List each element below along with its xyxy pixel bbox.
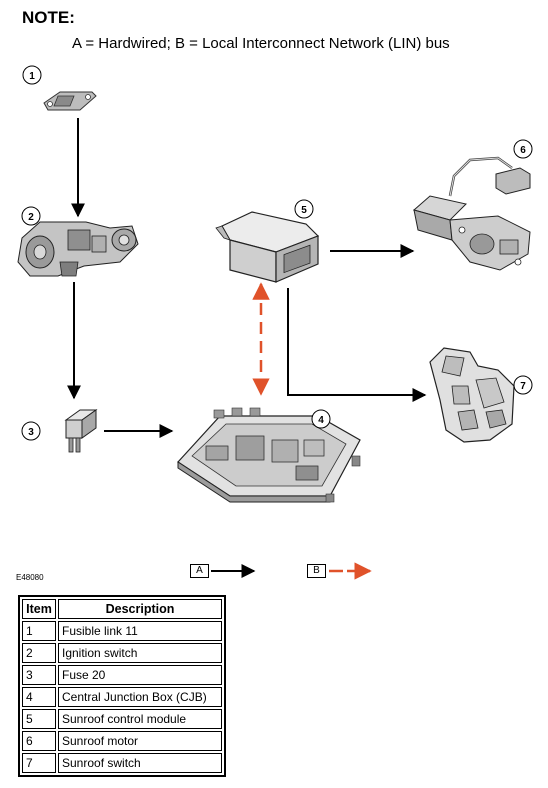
table-row: 5 Sunroof control module	[22, 709, 222, 729]
callout-6: 6	[513, 139, 533, 159]
item-description-table: Item Description 1 Fusible link 11 2 Ign…	[18, 595, 226, 777]
wiring-diagram: 1 2 3 4 5 6 7	[17, 65, 533, 580]
figure-reference: E48080	[16, 573, 44, 582]
sunroof-switch-icon	[429, 347, 515, 443]
table-row: 6 Sunroof motor	[22, 731, 222, 751]
item-number: 7	[22, 753, 56, 773]
table-row: 7 Sunroof switch	[22, 753, 222, 773]
item-description: Sunroof motor	[58, 731, 222, 751]
item-description: Sunroof control module	[58, 709, 222, 729]
svg-text:6: 6	[520, 145, 526, 156]
column-header-description: Description	[58, 599, 222, 619]
legend-label-a: A	[190, 564, 209, 578]
table-row: 1 Fusible link 11	[22, 621, 222, 641]
item-description: Fuse 20	[58, 665, 222, 685]
callout-5: 5	[294, 199, 314, 219]
legend-label-b: B	[307, 564, 326, 578]
callout-1: 1	[22, 65, 42, 85]
table-row: 2 Ignition switch	[22, 643, 222, 663]
fusible-link-icon	[43, 91, 97, 111]
callout-3: 3	[21, 421, 41, 441]
item-number: 4	[22, 687, 56, 707]
item-description: Sunroof switch	[58, 753, 222, 773]
item-number: 2	[22, 643, 56, 663]
svg-text:2: 2	[28, 212, 34, 223]
ignition-switch-icon	[17, 221, 139, 277]
table-row: 3 Fuse 20	[22, 665, 222, 685]
callout-4: 4	[311, 409, 331, 429]
item-description: Ignition switch	[58, 643, 222, 663]
svg-text:4: 4	[318, 415, 324, 426]
item-description: Central Junction Box (CJB)	[58, 687, 222, 707]
hardwired-connections	[67, 118, 427, 438]
callout-7: 7	[513, 375, 533, 395]
svg-text:1: 1	[29, 71, 35, 82]
item-number: 5	[22, 709, 56, 729]
item-description: Fusible link 11	[58, 621, 222, 641]
item-number: 6	[22, 731, 56, 751]
table-header-row: Item Description	[22, 599, 222, 619]
callout-2: 2	[21, 206, 41, 226]
item-number: 3	[22, 665, 56, 685]
item-number: 1	[22, 621, 56, 641]
svg-text:7: 7	[520, 381, 526, 392]
sunroof-control-module-icon	[215, 211, 320, 283]
fuse-icon	[64, 409, 98, 453]
svg-text:3: 3	[28, 427, 34, 438]
column-header-item: Item	[22, 599, 56, 619]
table-row: 4 Central Junction Box (CJB)	[22, 687, 222, 707]
note-text: A = Hardwired; B = Local Interconnect Ne…	[72, 35, 450, 52]
central-junction-box-icon	[177, 407, 361, 503]
svg-text:5: 5	[301, 205, 307, 216]
note-title: NOTE:	[22, 8, 75, 27]
sunroof-motor-icon	[412, 156, 531, 271]
